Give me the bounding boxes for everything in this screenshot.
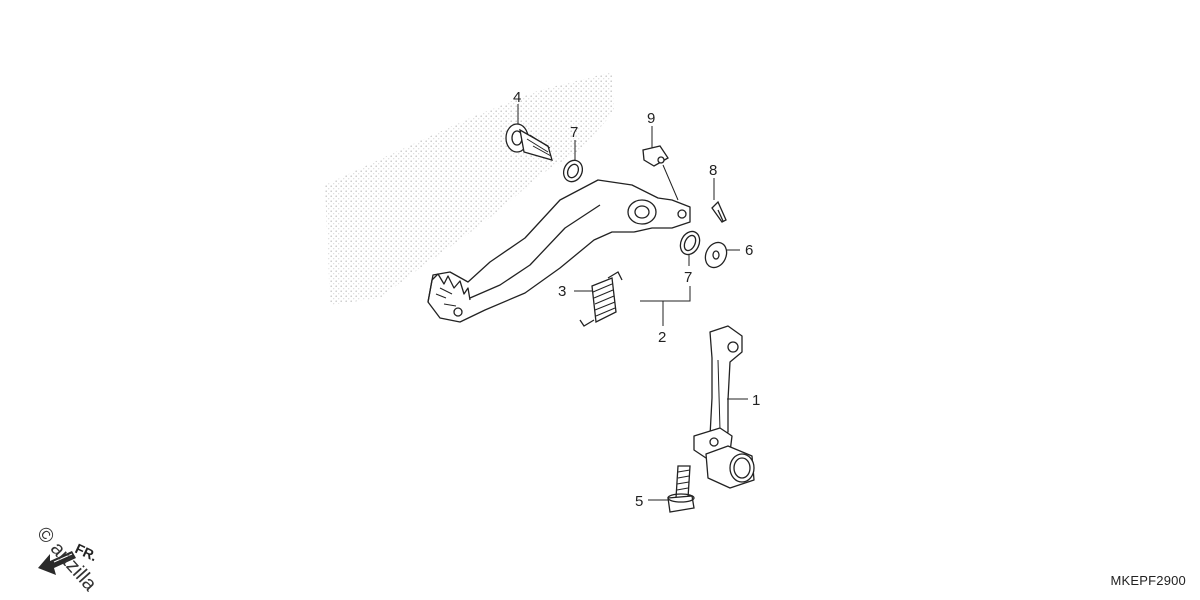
callout-labels: 4 7 9 8 6 7 3 2 1 5 xyxy=(513,89,760,510)
callout-2: 2 xyxy=(658,329,666,346)
return-spring xyxy=(579,271,623,327)
washer xyxy=(704,241,728,269)
diagram-code: MKEPF2900 xyxy=(1110,573,1186,588)
callout-7-lower: 7 xyxy=(684,269,692,286)
cotter-pin xyxy=(711,200,727,223)
leader-lines xyxy=(517,104,748,501)
flange-bolt xyxy=(667,465,695,513)
frame-silhouette-shading xyxy=(325,72,614,305)
front-arrow-icon xyxy=(38,551,76,575)
o-ring-lower xyxy=(679,230,701,256)
joint-pin xyxy=(642,145,669,167)
callout-5: 5 xyxy=(635,493,643,510)
brake-pedal xyxy=(427,179,691,323)
callout-6: 6 xyxy=(745,242,753,259)
callout-1: 1 xyxy=(752,392,760,409)
change-pedal xyxy=(693,325,755,489)
callout-7-upper: 7 xyxy=(570,124,578,141)
callout-8: 8 xyxy=(709,162,717,179)
callout-4: 4 xyxy=(513,89,521,106)
callout-3: 3 xyxy=(558,283,566,300)
callout-9: 9 xyxy=(647,110,655,127)
o-ring-upper xyxy=(562,159,584,183)
pivot-bolt xyxy=(505,123,553,161)
front-direction-badge: FR. © artzilla xyxy=(32,523,101,596)
